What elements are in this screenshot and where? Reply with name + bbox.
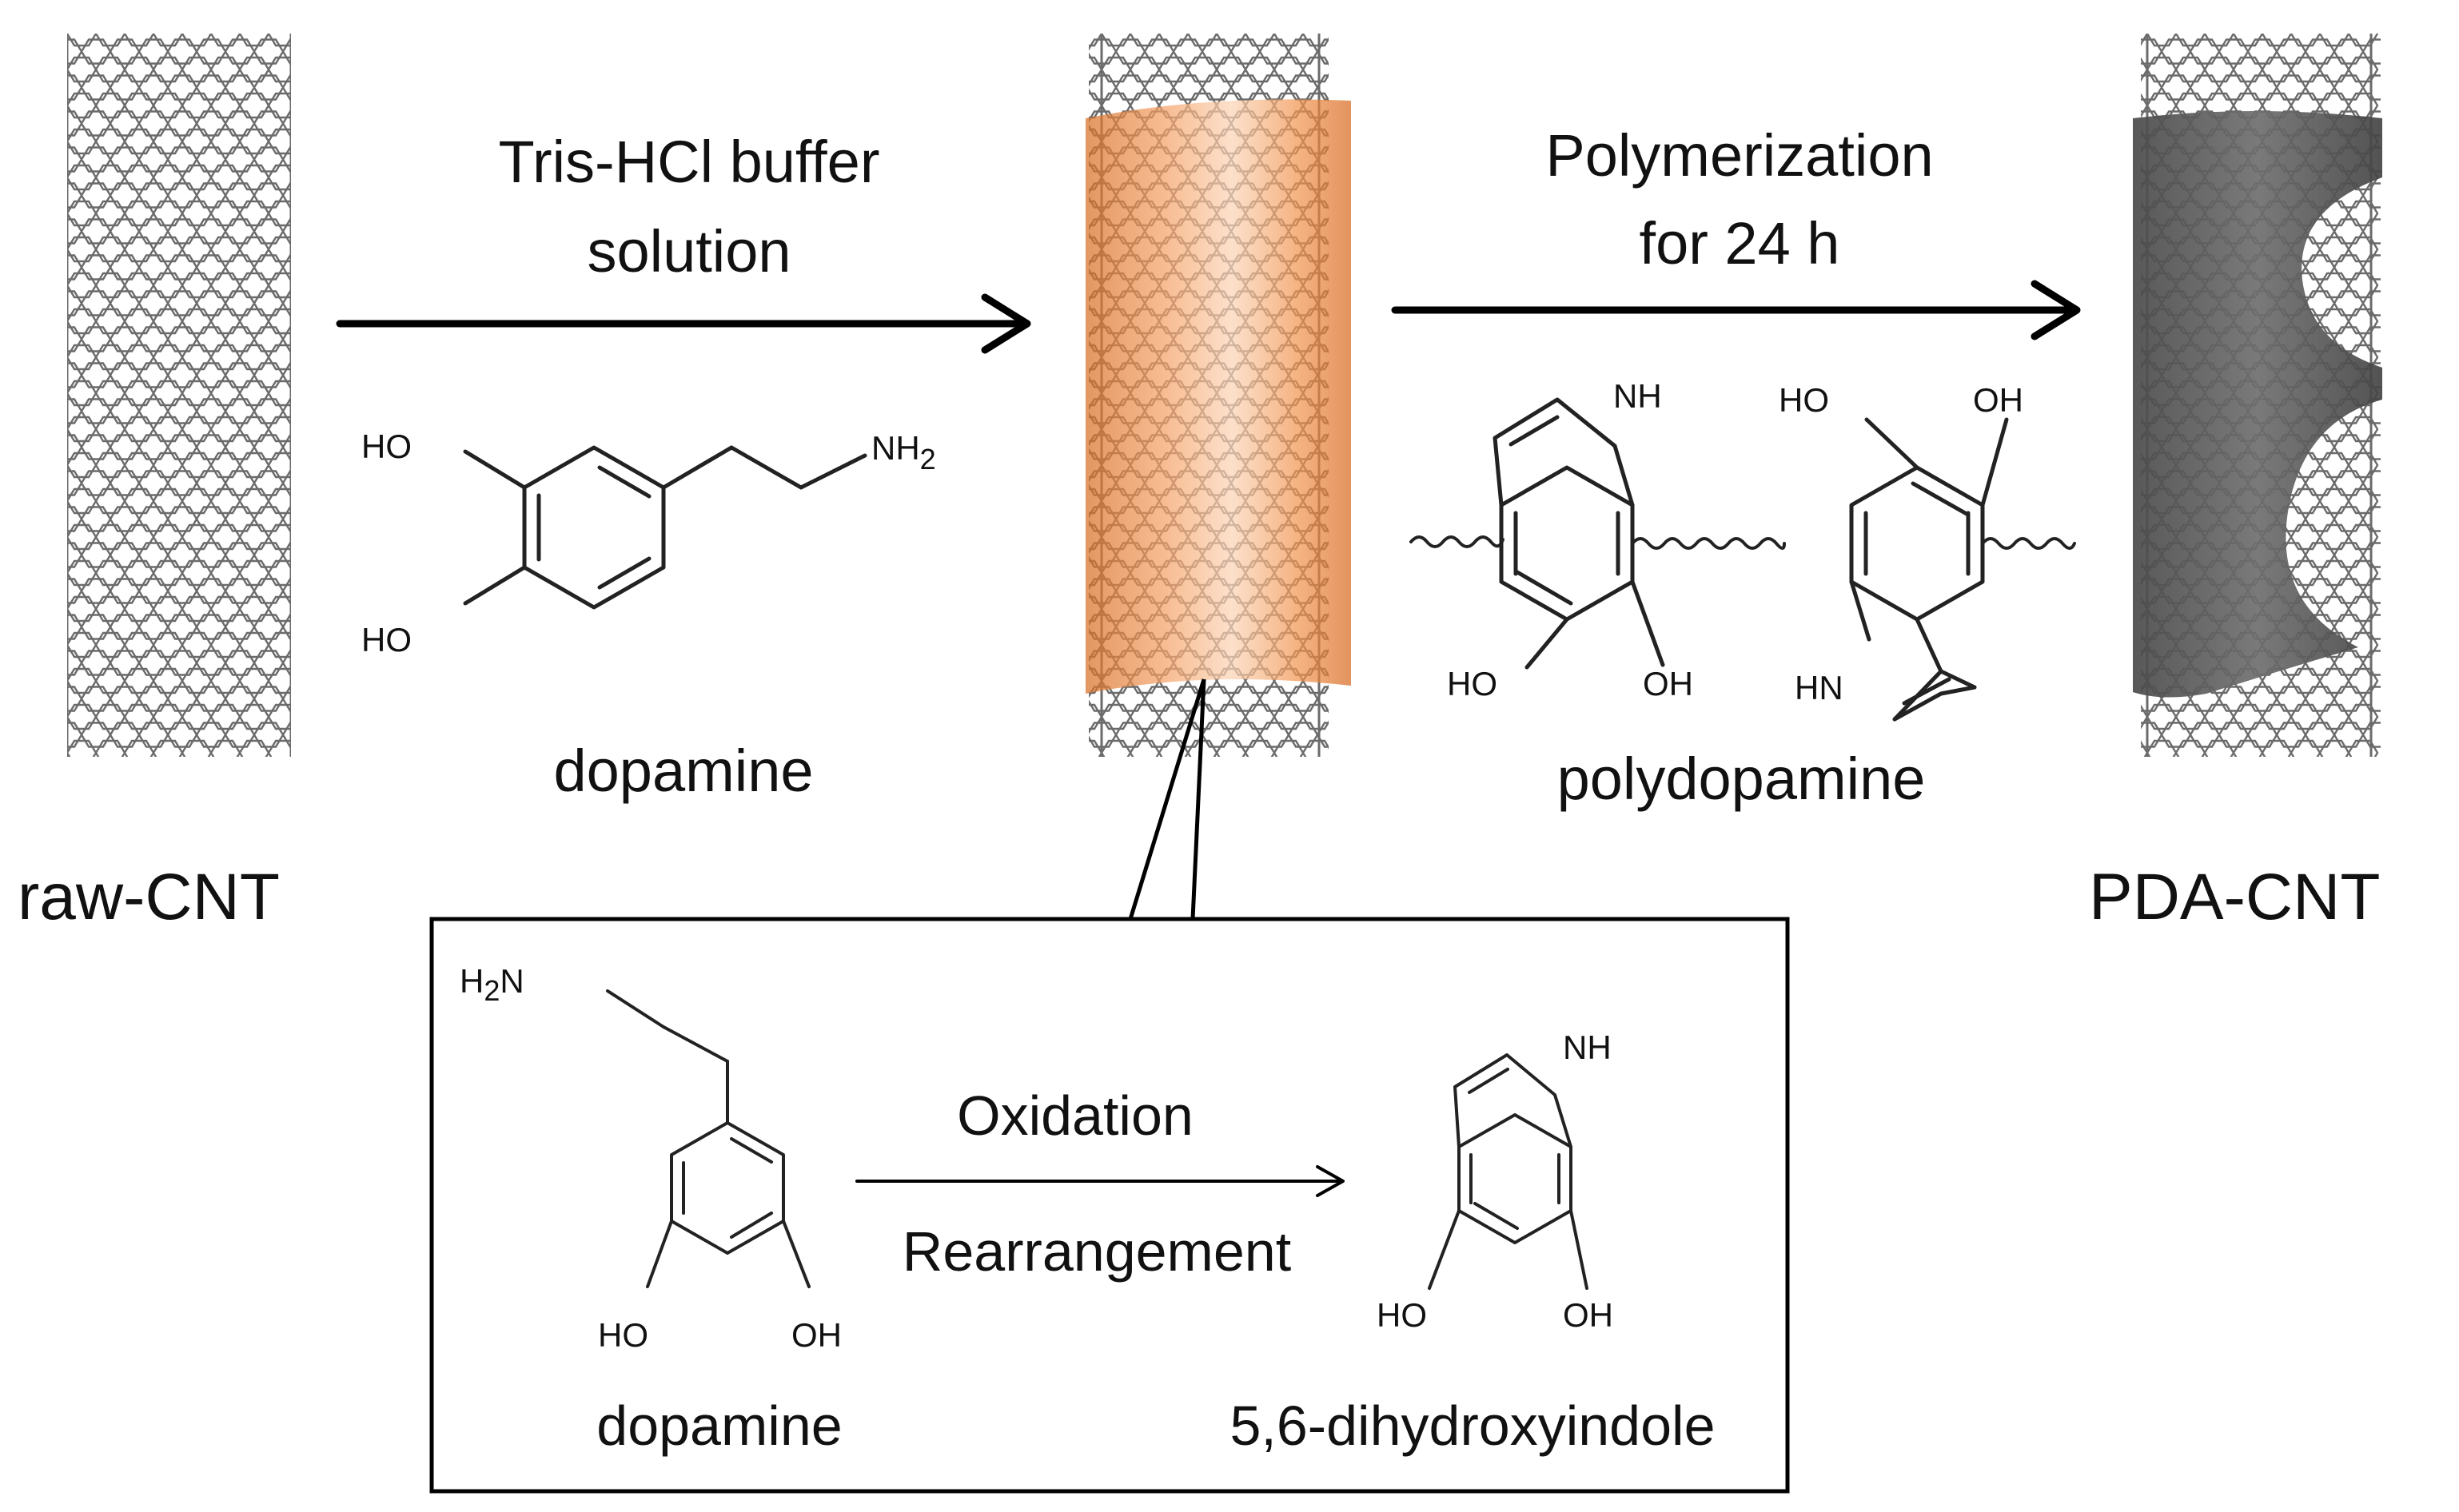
- hydroxyl-label: HO: [598, 1316, 648, 1354]
- nh-label: NH: [1563, 1029, 1612, 1066]
- dopamine-structure: HO HO NH2: [361, 428, 936, 659]
- step2-condition-line2: for 24 h: [1640, 210, 1840, 277]
- pda-cnt-label: PDA-CNT: [2089, 861, 2380, 933]
- hydroxyl-label: OH: [1563, 1296, 1613, 1334]
- polydopamine-coating: [2133, 111, 2382, 698]
- hydroxyl-label: HO: [1779, 381, 1829, 419]
- step2-condition-line1: Polymerization: [1545, 122, 1933, 189]
- raw-cnt-label: raw-CNT: [18, 861, 280, 933]
- hn-label: HN: [1795, 669, 1843, 706]
- hexagon-mesh: [67, 34, 291, 757]
- dihydroxyindole-label: 5,6-dihydroxyindole: [1230, 1395, 1715, 1457]
- callout-lines: [1128, 678, 1206, 920]
- nh-label: NH: [1613, 377, 1662, 415]
- rearrangement-label: Rearrangement: [903, 1220, 1291, 1283]
- dopamine-coated-cnt-tube: [1086, 34, 1351, 757]
- hydroxyl-label: HO: [1447, 665, 1497, 702]
- hydroxyl-label: OH: [1643, 665, 1693, 702]
- pda-cnt-tube: [2133, 34, 2382, 757]
- dopamine-label: dopamine: [553, 738, 813, 804]
- raw-cnt-tube: [67, 34, 291, 757]
- step1-condition-line1: Tris-HCl buffer: [499, 129, 880, 195]
- arrow-step-1: [336, 293, 1031, 354]
- dihydroxyindole-structure: NH HO OH: [1377, 1029, 1613, 1334]
- arrow-step-2: [1391, 280, 2081, 340]
- inset-arrow: [855, 1165, 1345, 1197]
- polydopamine-label: polydopamine: [1557, 746, 1926, 812]
- hydroxyl-label: OH: [791, 1316, 842, 1354]
- step1-condition-line2: solution: [587, 218, 791, 284]
- mechanism-inset: H2N HO OH dopamine Oxidation Rearrangeme…: [429, 917, 1790, 1494]
- hydroxyl-label: HO: [1377, 1296, 1427, 1334]
- hydroxyl-label: HO: [361, 621, 412, 659]
- hydroxyl-label: HO: [361, 428, 412, 465]
- oxidation-label: Oxidation: [957, 1084, 1194, 1147]
- amine-label: H2N: [460, 962, 524, 1007]
- dopamine-coating: [1086, 99, 1351, 694]
- tube-edge: [67, 34, 291, 757]
- inset-dopamine-label: dopamine: [596, 1395, 842, 1457]
- cnt-lattice: [67, 34, 291, 757]
- amine-label: NH2: [871, 429, 936, 475]
- inset-dopamine-structure: H2N HO OH: [460, 962, 842, 1354]
- hydroxyl-label: OH: [1973, 381, 2023, 419]
- polydopamine-structure: NH HO OH HO OH HN: [1409, 377, 2076, 722]
